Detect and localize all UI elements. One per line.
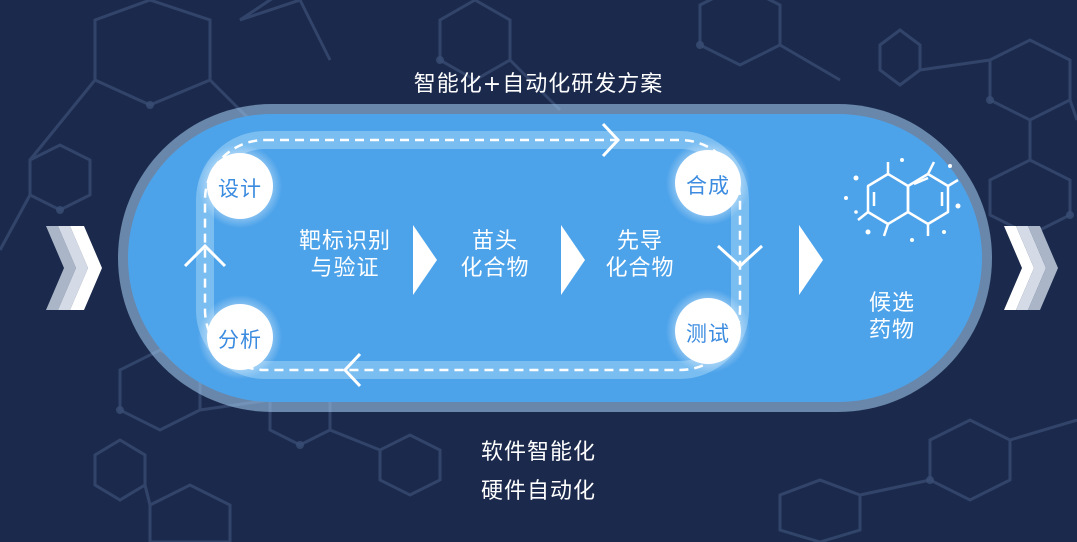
footer-hardware: 硬件自动化 bbox=[480, 479, 596, 504]
molecule-icon-dots bbox=[844, 158, 961, 242]
molecule-icon bbox=[857, 161, 959, 237]
node-label-analysis: 分析 bbox=[218, 328, 262, 352]
stage-arrow-2 bbox=[561, 225, 585, 295]
output-line2: 药物 bbox=[868, 318, 915, 343]
node-design bbox=[198, 144, 282, 228]
stage-target-line1: 靶标识别 bbox=[298, 229, 391, 254]
cycle-arrow-right bbox=[716, 244, 764, 269]
cycle-arrow-top bbox=[601, 122, 621, 158]
stage-lead-line1: 先导 bbox=[616, 229, 663, 254]
stage-arrow-3 bbox=[799, 225, 823, 295]
node-analysis bbox=[198, 295, 282, 379]
stage-hit-compound: 苗头 化合物 bbox=[445, 228, 545, 282]
background-node-dots bbox=[56, 41, 1074, 484]
node-label-design: 设计 bbox=[218, 177, 262, 201]
node-test bbox=[666, 289, 750, 373]
node-synthesis bbox=[666, 141, 750, 225]
stage-lead-compound: 先导 化合物 bbox=[590, 228, 690, 282]
diagram-title: 智能化+自动化研发方案 bbox=[413, 72, 664, 97]
stage-arrow-1 bbox=[413, 225, 437, 295]
stage-target-identification: 靶标识别 与验证 bbox=[285, 228, 405, 282]
footer-software: 软件智能化 bbox=[480, 440, 596, 465]
output-candidate-drug: 候选 药物 bbox=[852, 290, 932, 344]
stage-hit-line2: 化合物 bbox=[460, 256, 530, 281]
cycle-arrow-left bbox=[183, 243, 227, 268]
cycle-arrow-bottom bbox=[342, 352, 362, 388]
stage-lead-line2: 化合物 bbox=[605, 256, 675, 281]
right-chevrons bbox=[1004, 226, 1058, 310]
left-chevrons bbox=[46, 226, 102, 310]
node-label-synthesis: 合成 bbox=[686, 174, 730, 198]
stage-hit-line1: 苗头 bbox=[471, 229, 518, 254]
stage-target-line2: 与验证 bbox=[310, 256, 380, 281]
pipeline-capsule bbox=[128, 114, 982, 402]
cycle-loop-dashes bbox=[203, 138, 742, 372]
output-line1: 候选 bbox=[868, 291, 915, 316]
node-label-test: 测试 bbox=[686, 322, 730, 346]
